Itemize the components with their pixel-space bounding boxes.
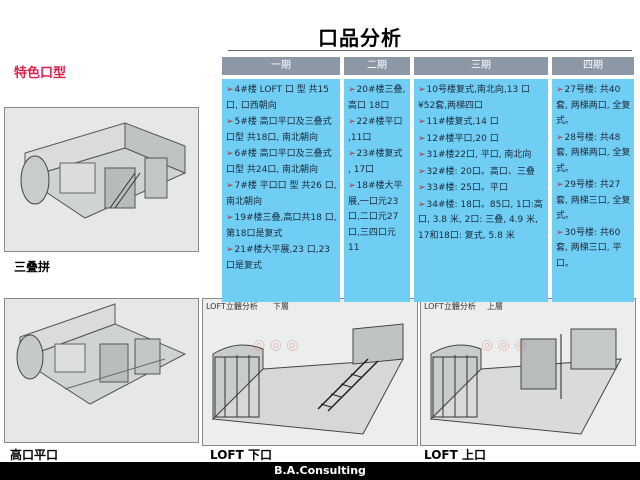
period-cell-4: 27号楼: 共40套, 两梯两口, 全复式。 28号楼: 共48套, 两梯两口,… — [552, 79, 634, 302]
list-item: 33#楼: 25口。平口 — [418, 181, 545, 197]
loft-lower-render: ◎ ◎ ◎ — [202, 298, 418, 446]
period-header-3: 三期 — [414, 57, 548, 75]
period-header-1: 一期 — [222, 57, 340, 75]
list-item: 27号楼: 共40套, 两梯两口, 全复式。 — [556, 83, 631, 130]
list-item: 32#楼: 20口。高口、三叠 — [418, 165, 545, 181]
title-divider — [228, 50, 632, 51]
footer-brand: B.A.Consulting — [0, 462, 640, 480]
list-item: 12#楼平口,20 口 — [418, 132, 545, 148]
triplex-render — [4, 107, 199, 252]
caption-triplex: 三叠拼 — [14, 260, 51, 274]
list-item: 30号楼: 共60套, 两梯三口, 平口。 — [556, 226, 631, 273]
list-item: 5#楼 高口平口及三叠式口型 共18口, 南北朝向 — [226, 115, 337, 146]
list-item: 29号楼: 共27套, 两梯三口, 全复式。 — [556, 178, 631, 225]
list-item: 21#楼大平展,23 口,23 口是复式 — [226, 243, 337, 274]
list-item: 10号楼复式,南北向,13 口¥52套,两梯四口 — [418, 83, 545, 114]
period-cell-3: 10号楼复式,南北向,13 口¥52套,两梯四口 11#楼复式,14 口 12#… — [414, 79, 548, 302]
list-item: 4#楼 LOFT 口 型 共15 口, 口西朝向 — [226, 83, 337, 114]
high-flat-render — [4, 298, 199, 443]
list-item: 31#楼22口, 平口, 南北向 — [418, 148, 545, 164]
list-item: 7#楼 平口口 型 共26 口, 南北朝向 — [226, 179, 337, 210]
loft-lower-floor: 下層 — [273, 302, 289, 311]
list-item: 23#楼复式 , 17口 — [348, 147, 407, 178]
caption-loft-upper: LOFT 上口 — [424, 448, 486, 462]
period-header-4: 四期 — [552, 57, 634, 75]
period-cell-2: 20#楼三叠,高口 18口 22#楼平口 ,11口 23#楼复式 , 17口 1… — [344, 79, 410, 302]
caption-high-flat: 高口平口 — [10, 448, 59, 462]
loft-upper-render: ◎ ◎ ◎ — [420, 298, 636, 446]
page-title: 口品分析 — [318, 26, 402, 50]
list-item: 19#楼三叠,高口共18 口,第18口是复式 — [226, 211, 337, 242]
list-item: 6#楼 高口平口及三叠式口型 共24口, 南北朝向 — [226, 147, 337, 178]
list-item: 18#楼大平展,一口元23 口,二口元27 口,三四口元11 — [348, 179, 407, 257]
loft-upper-tag: LOFT立體分析 — [424, 302, 476, 311]
list-item: 34#楼: 18口。85口, 1口:高口, 3.8 米, 2口: 三叠, 4.9… — [418, 198, 545, 245]
list-item: 22#楼平口 ,11口 — [348, 115, 407, 146]
feature-heading: 特色口型 — [14, 66, 67, 81]
period-cell-1: 4#楼 LOFT 口 型 共15 口, 口西朝向 5#楼 高口平口及三叠式口型 … — [222, 79, 340, 302]
list-item: 28号楼: 共48套, 两梯两口, 全复式。 — [556, 131, 631, 178]
svg-text:◎ ◎ ◎: ◎ ◎ ◎ — [481, 337, 527, 353]
period-header-2: 二期 — [344, 57, 410, 75]
loft-lower-tag: LOFT立體分析 — [206, 302, 258, 311]
caption-loft-lower: LOFT 下口 — [210, 448, 272, 462]
list-item: 11#楼复式,14 口 — [418, 115, 545, 131]
list-item: 20#楼三叠,高口 18口 — [348, 83, 407, 114]
period-table: 一期 二期 三期 四期 4#楼 LOFT 口 型 共15 口, 口西朝向 5#楼… — [222, 57, 634, 302]
loft-upper-floor: 上層 — [487, 302, 503, 311]
svg-text:◎ ◎ ◎: ◎ ◎ ◎ — [253, 337, 299, 353]
